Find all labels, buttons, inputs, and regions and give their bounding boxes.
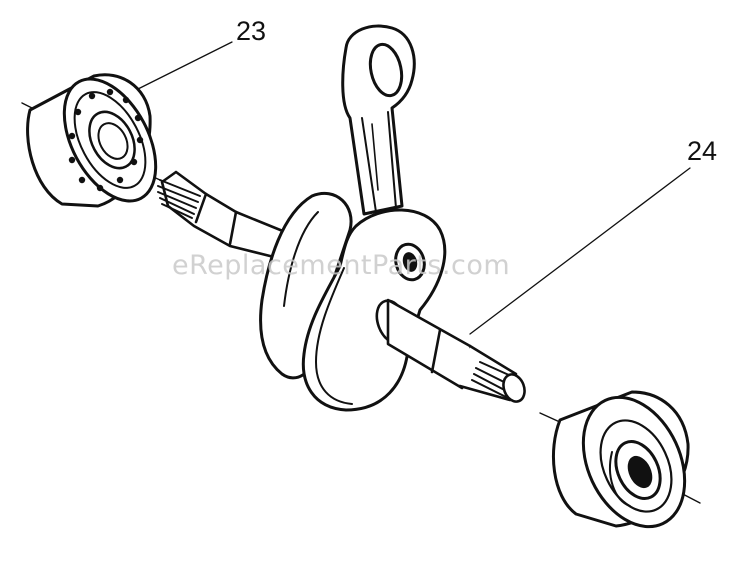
bearing-24	[551, 390, 690, 529]
crank-web-right	[301, 208, 447, 412]
watermark-text: eReplacementParts.com	[172, 250, 511, 281]
crankpin-hole	[394, 242, 426, 282]
right-shaft	[375, 298, 526, 403]
bearing-23	[26, 73, 158, 208]
leader-line-24	[469, 167, 691, 335]
leader-line-23	[131, 41, 233, 93]
leader-lines	[131, 41, 691, 335]
small-end-bore	[368, 42, 404, 98]
crank-web-left	[259, 191, 353, 380]
bearing-balls	[68, 88, 144, 192]
callout-label-23: 23	[236, 16, 267, 46]
callout-label-24: 24	[687, 136, 718, 166]
connecting-rod	[341, 24, 416, 216]
